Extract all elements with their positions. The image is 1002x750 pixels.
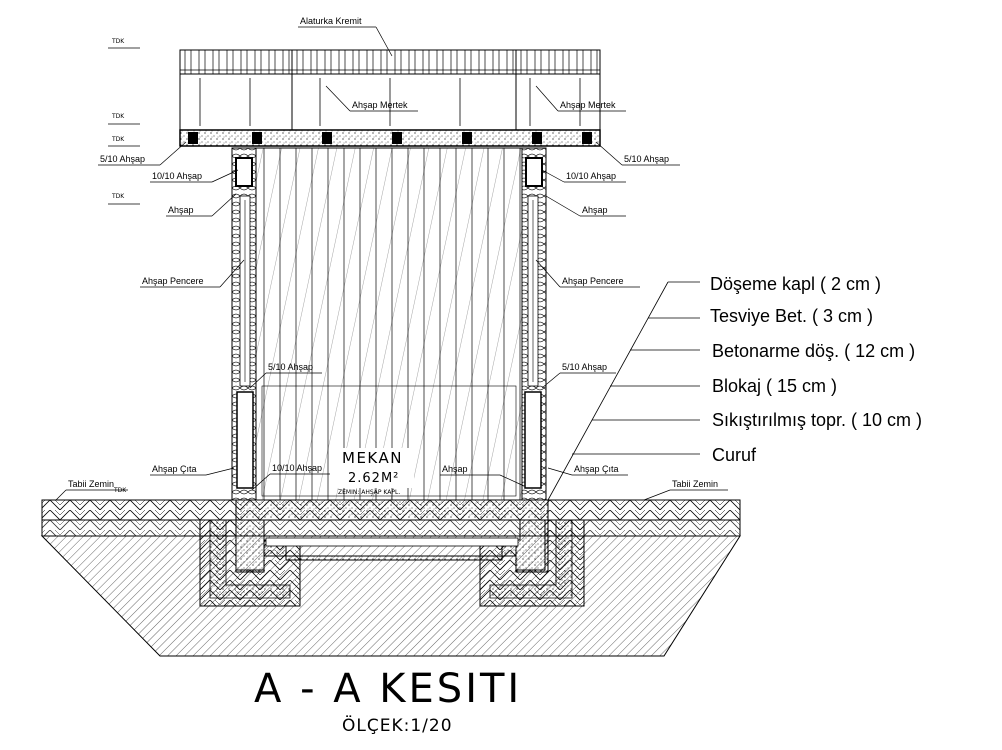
svg-text:5/10 Ahşap: 5/10 Ahşap (624, 154, 669, 164)
room-floor-note: ZEMIN: AHŞAP KAPL. (338, 489, 400, 496)
room-area: 2.62M² (348, 471, 399, 486)
svg-text:Ahşap Pencere: Ahşap Pencere (562, 276, 624, 286)
svg-text:Betonarme döş. ( 12 cm ): Betonarme döş. ( 12 cm ) (712, 341, 915, 361)
svg-text:Ahşap Çıta: Ahşap Çıta (574, 464, 619, 474)
svg-text:5/10 Ahşap: 5/10 Ahşap (562, 362, 607, 372)
roof-assembly (179, 49, 601, 147)
svg-text:TDK: TDK (111, 193, 125, 200)
label-window-right: Ahşap Pencere (535, 259, 640, 288)
floor-layers-legend: Döşeme kapl ( 2 cm ) Tesviye Bet. ( 3 cm… (547, 274, 922, 501)
svg-text:TDK: TDK (111, 38, 125, 45)
svg-text:5/10 Ahşap: 5/10 Ahşap (100, 154, 145, 164)
svg-text:TDK: TDK (113, 487, 127, 494)
label-ground-left: Tabii Zemin (55, 479, 128, 501)
level-mark: TDK (113, 487, 127, 494)
svg-text:TDK: TDK (111, 113, 125, 120)
svg-text:Sıkıştırılmış topr. ( 10 cm ): Sıkıştırılmış topr. ( 10 cm ) (712, 410, 922, 430)
section-title: A - A KESITI (254, 666, 522, 712)
svg-text:Döşeme kapl ( 2 cm ): Döşeme kapl ( 2 cm ) (710, 274, 881, 294)
svg-text:Alaturka Kremit: Alaturka Kremit (300, 16, 362, 26)
label-batten-left: Ahşap Çıta (150, 464, 235, 476)
section-title-block: A - A KESITI ÖLÇEK:1/20 (254, 666, 522, 736)
svg-text:Tesviye Bet. ( 3 cm ): Tesviye Bet. ( 3 cm ) (710, 306, 873, 326)
svg-text:Curuf: Curuf (712, 445, 757, 465)
label-post-right: 10/10 Ahşap (541, 169, 626, 183)
label-roof: Alaturka Kremit (298, 16, 393, 57)
label-rafter-right: Ahşap Mertek (535, 85, 626, 112)
label-wood-left: Ahşap (166, 193, 237, 217)
svg-text:10/10 Ahşap: 10/10 Ahşap (566, 171, 616, 181)
label-post-bottom-left: 10/10 Ahşap (251, 463, 330, 491)
svg-text:Ahşap Mertek: Ahşap Mertek (560, 100, 616, 110)
room-label: MEKAN 2.62M² ZEMIN: AHŞAP KAPL. (336, 448, 414, 496)
svg-text:Tabii Zemin: Tabii Zemin (672, 479, 718, 489)
label-rafter-left: Ahşap Mertek (325, 85, 418, 112)
floor-slab (235, 499, 549, 573)
label-wood-right: Ahşap (545, 195, 626, 217)
room-name: MEKAN (342, 449, 403, 467)
svg-text:Ahşap: Ahşap (442, 464, 468, 474)
svg-text:5/10 Ahşap: 5/10 Ahşap (268, 362, 313, 372)
svg-text:Ahşap Mertek: Ahşap Mertek (352, 100, 408, 110)
ground-soil (40, 535, 741, 657)
svg-text:Ahşap: Ahşap (582, 205, 608, 215)
label-sill-right: 5/10 Ahşap (541, 362, 616, 389)
label-sill-left: 5/10 Ahşap (249, 362, 322, 389)
level-mark: TDK (108, 193, 140, 205)
level-mark: TDK (108, 136, 140, 147)
wall-right (521, 147, 547, 501)
svg-text:TDK: TDK (111, 136, 125, 143)
interior-wood-cladding (255, 147, 523, 501)
svg-text:Ahşap: Ahşap (168, 205, 194, 215)
svg-text:Ahşap Pencere: Ahşap Pencere (142, 276, 204, 286)
svg-text:Blokaj ( 15 cm ): Blokaj ( 15 cm ) (712, 376, 837, 396)
label-beam-left: 5/10 Ahşap (98, 141, 187, 166)
svg-text:10/10 Ahşap: 10/10 Ahşap (152, 171, 202, 181)
level-mark: TDK (108, 113, 140, 125)
label-ground-right: Tabii Zemin (643, 479, 728, 501)
label-window-left: Ahşap Pencere (140, 259, 245, 288)
label-beam-right: 5/10 Ahşap (595, 141, 680, 166)
section-scale: ÖLÇEK:1/20 (342, 714, 453, 736)
svg-text:10/10 Ahşap: 10/10 Ahşap (272, 463, 322, 473)
label-wood-bottom-right: Ahşap (440, 464, 525, 487)
svg-text:Ahşap Çıta: Ahşap Çıta (152, 464, 197, 474)
label-batten-right: Ahşap Çıta (547, 464, 628, 476)
svg-text:Tabii Zemin: Tabii Zemin (68, 479, 114, 489)
wall-left (231, 147, 257, 501)
label-post-left: 10/10 Ahşap (150, 169, 239, 183)
level-mark: TDK (108, 38, 140, 49)
